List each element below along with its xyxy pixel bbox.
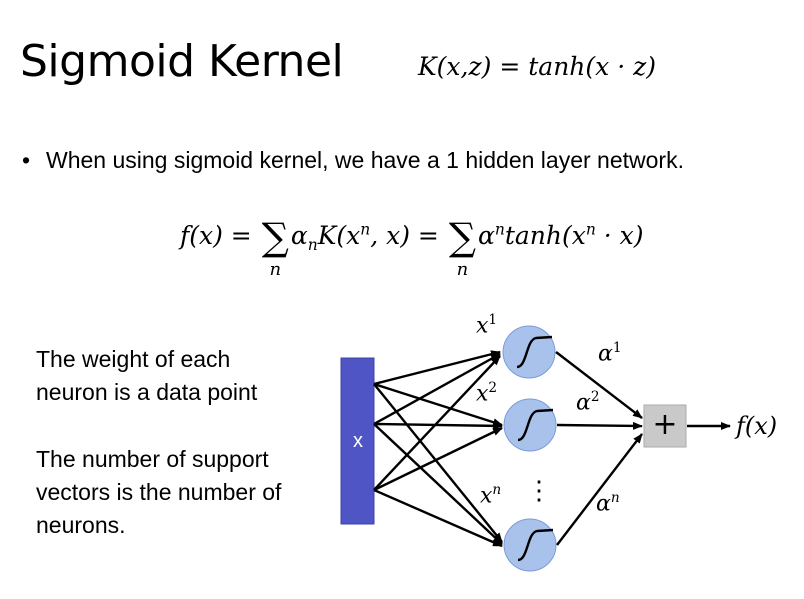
term1-alpha: α: [290, 221, 308, 250]
alpha-label-1: α1: [598, 340, 622, 366]
note-support-vectors: The number of support vectors is the num…: [36, 446, 282, 538]
hidden-neurons: [502, 325, 557, 572]
ellipsis-icon: ⋮: [526, 476, 552, 506]
note-weight: The weight of each neuron is a data poin…: [36, 346, 258, 405]
weight-label-x1: x1: [476, 312, 497, 338]
term2-sup2: n: [585, 220, 596, 239]
sigmoid-icon: [517, 528, 554, 562]
kernel-lhs: K(x,z): [418, 52, 492, 81]
alpha-sup: 2: [590, 389, 600, 405]
edge-in3-h1: [373, 355, 501, 491]
sum-node: [643, 404, 687, 448]
kernel-rhs: tanh(x · z): [528, 52, 657, 81]
weight-base: x: [476, 381, 489, 407]
slide-title: Sigmoid Kernel: [20, 36, 344, 87]
edge-in1-h2: [373, 382, 503, 427]
sigmoid-icon: [516, 335, 553, 369]
input-edges: [373, 350, 503, 548]
alpha-label-n: αn: [596, 490, 620, 516]
weight-base: x: [480, 483, 493, 509]
edge-in3-h2: [373, 426, 503, 492]
alpha-base: α: [598, 341, 613, 367]
edge-h2-sum: [556, 421, 643, 430]
edge-in1-h3: [373, 383, 503, 543]
term2-rest-a: tanh(x: [504, 221, 586, 250]
alpha-sup: 1: [612, 340, 622, 356]
sum-index: n: [269, 259, 282, 280]
output-edges: [555, 351, 731, 546]
weight-sup: 1: [488, 312, 498, 328]
term2-sup: n: [494, 220, 505, 239]
sum-glyph: ∑: [261, 215, 289, 259]
weight-sup: n: [492, 482, 502, 498]
alpha-sup: n: [610, 490, 620, 506]
summation-symbol: ∑n: [261, 215, 289, 280]
hidden-neuron-1: [502, 325, 556, 379]
bullet-dot-icon: •: [22, 147, 31, 173]
weight-base: x: [476, 313, 489, 339]
term2-alpha: α: [477, 221, 495, 250]
input-layer-box: [340, 357, 375, 525]
edge-in2-h2: [373, 421, 503, 430]
edge-in2-h1: [373, 352, 501, 426]
weight-label-x2: x2: [476, 380, 497, 406]
summation-symbol-2: ∑n: [448, 215, 476, 280]
alpha-base: α: [576, 390, 591, 416]
hidden-neuron-3: [503, 518, 557, 572]
kernel-equals: =: [491, 52, 529, 81]
term1-sup: n: [360, 220, 371, 239]
edge-h3-sum: [556, 433, 643, 546]
edge-in3-h3: [373, 488, 503, 548]
weight-label-xn: xn: [480, 482, 501, 508]
sum-glyph-2: ∑: [448, 215, 476, 259]
weight-sup: 2: [488, 380, 498, 396]
bullet-point: • When using sigmoid kernel, we have a 1…: [22, 145, 722, 175]
eq-lhs: f(x) =: [180, 221, 260, 250]
term1-sub: n: [307, 236, 318, 254]
hidden-neuron-2: [503, 398, 557, 452]
sum-index-2: n: [456, 259, 469, 280]
edge-in1-h1: [373, 350, 501, 386]
sigmoid-icon: [517, 408, 554, 442]
input-label: x: [353, 430, 363, 452]
alpha-base: α: [596, 491, 611, 517]
bullet-text: When using sigmoid kernel, we have a 1 h…: [46, 147, 684, 173]
term1-rest-a: K(x: [317, 221, 361, 250]
edge-h1-sum: [555, 351, 643, 419]
kernel-equation: K(x,z) = tanh(x · z): [418, 52, 656, 81]
edge-in2-h3: [373, 423, 503, 545]
sum-node-label: +: [652, 407, 678, 442]
output-label: f(x): [736, 412, 778, 440]
term1-rest-b: , x) =: [370, 221, 447, 250]
alpha-label-2: α2: [576, 389, 600, 415]
term2-rest-b: · x): [595, 221, 644, 250]
